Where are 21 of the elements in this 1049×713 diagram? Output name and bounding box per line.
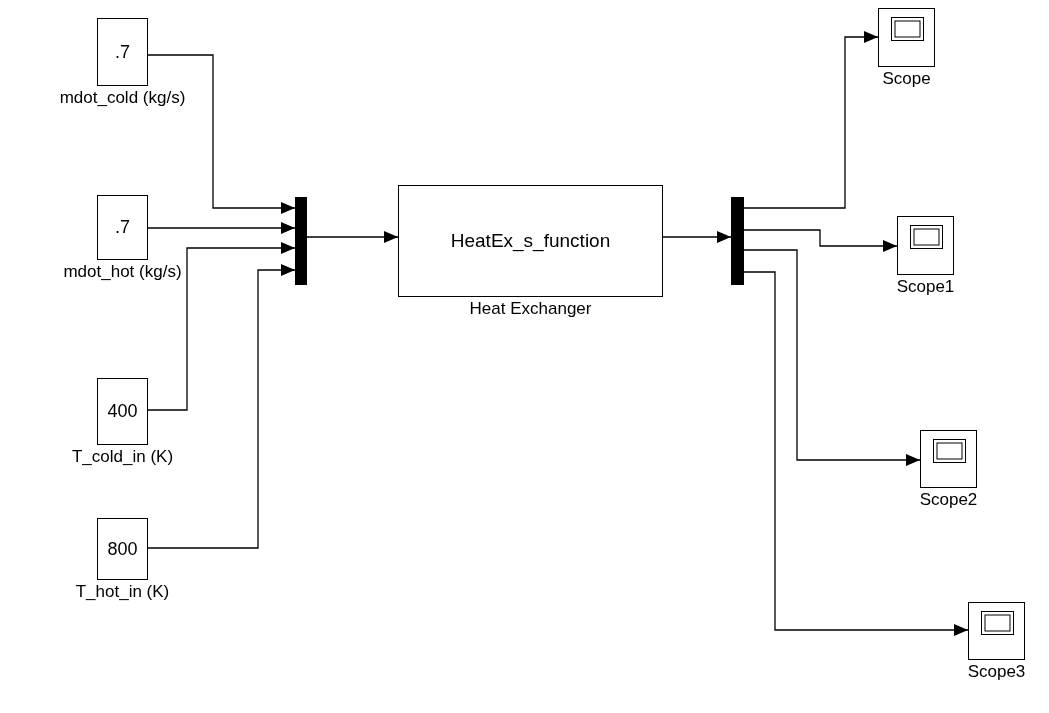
signal-line xyxy=(147,222,296,234)
block-label: Heat Exchanger xyxy=(469,299,592,319)
signal-line xyxy=(743,271,969,636)
signal-line xyxy=(306,231,399,243)
block-label: T_hot_in (K) xyxy=(75,582,170,602)
signal-line xyxy=(147,54,296,214)
block-label: T_cold_in (K) xyxy=(71,447,174,467)
mux-bar xyxy=(295,197,307,285)
signal-line xyxy=(743,229,898,252)
signal-line xyxy=(743,249,921,466)
block-label: mdot_hot (kg/s) xyxy=(63,262,182,282)
signal-line xyxy=(147,264,296,549)
signal-line xyxy=(147,242,296,411)
block-label: Scope xyxy=(882,69,931,89)
block-label: Scope1 xyxy=(896,277,955,297)
demux-bar xyxy=(731,197,744,285)
signal-line xyxy=(743,31,879,209)
block-label: Scope2 xyxy=(919,490,978,510)
block-label: mdot_cold (kg/s) xyxy=(59,88,186,108)
block-label: Scope3 xyxy=(967,662,1026,682)
signal-line xyxy=(662,231,732,243)
